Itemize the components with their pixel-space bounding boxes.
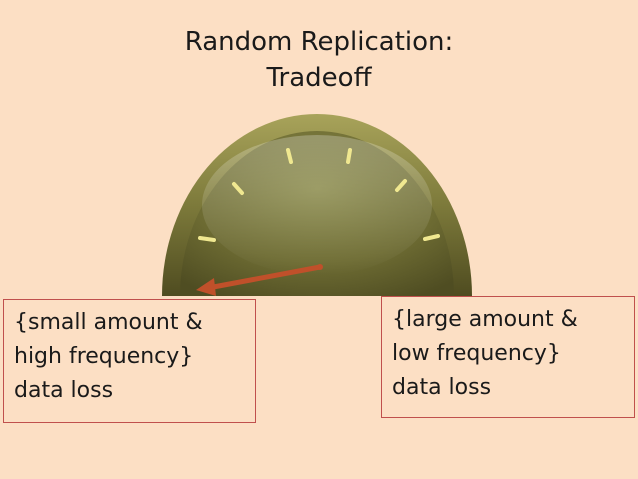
- large-loss-line-1: {large amount &: [392, 303, 624, 337]
- small-loss-label: {small amount & high frequency} data los…: [3, 299, 256, 423]
- large-loss-line-2: low frequency}: [392, 337, 624, 371]
- small-loss-line-3: data loss: [14, 374, 245, 408]
- small-loss-line-2: high frequency}: [14, 340, 245, 374]
- large-loss-line-3: data loss: [392, 371, 624, 405]
- large-loss-label: {large amount & low frequency} data loss: [381, 296, 635, 418]
- gauge-shine: [202, 135, 432, 275]
- gauge-tick: [348, 150, 350, 162]
- gauge-tick: [200, 238, 214, 240]
- small-loss-line-1: {small amount &: [14, 306, 245, 340]
